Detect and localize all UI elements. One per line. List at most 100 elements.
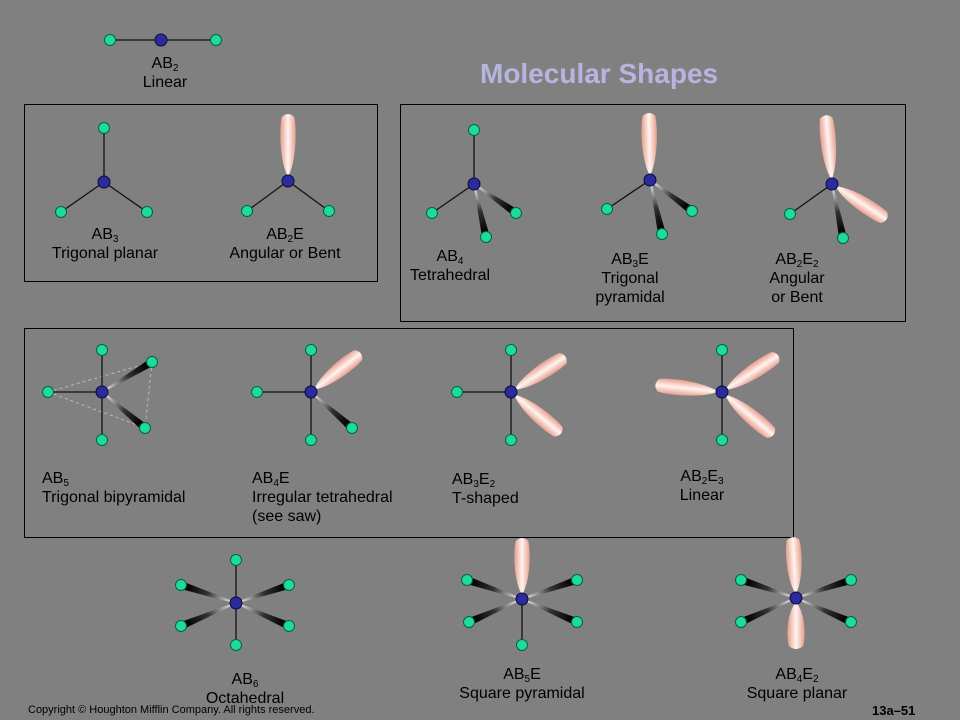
lone-pair-lobe [819, 115, 837, 181]
wedge-bond [523, 578, 574, 600]
formula: AB2E [266, 226, 304, 245]
outer-atom [96, 344, 108, 356]
outer-atom [571, 574, 583, 586]
shape-label-ab5-trigonal-bipyramidal: AB5 Trigonal bipyramidal [42, 469, 232, 507]
outer-atom [837, 232, 849, 244]
shape-name: Linear [679, 487, 725, 504]
lone-pair-lobe [725, 394, 776, 438]
outer-atom [241, 205, 253, 217]
lone-pair-lobe [314, 350, 363, 390]
lone-pair-lobe [514, 394, 563, 437]
outer-atom [716, 434, 728, 446]
bond-line [287, 180, 330, 212]
molecule-ab2e-bent [241, 114, 335, 217]
shape-name: Angular [769, 270, 825, 287]
molecule-ab2e2-bent [784, 115, 888, 244]
central-atom [229, 596, 243, 610]
outer-atom [845, 616, 857, 628]
outer-atom [426, 207, 438, 219]
outer-atom [98, 122, 110, 134]
central-atom [467, 177, 481, 191]
outer-atom [516, 639, 528, 651]
shape-name: Irregular tetrahedral [252, 489, 393, 506]
lone-pair-lobe [641, 113, 657, 177]
central-atom [825, 177, 839, 191]
shape-name: Linear [142, 74, 188, 91]
outer-atom [735, 616, 747, 628]
outer-atom [230, 554, 242, 566]
wedge-bond [651, 180, 691, 211]
wedge-bond [470, 578, 521, 600]
wedge-bond [472, 599, 521, 624]
formula: AB4E [252, 470, 290, 489]
copyright-footer: Copyright © Houghton Mifflin Company. Al… [28, 704, 315, 716]
molecule-ab5-trigonal-bipyramidal [42, 344, 158, 446]
outer-atom [96, 434, 108, 446]
bond-line [606, 179, 651, 210]
shape-name-line2: pyramidal [595, 289, 665, 306]
shape-label-ab3e2-t-shaped: AB3E2 T-shaped [452, 470, 592, 508]
wedge-bond [797, 598, 848, 624]
dashed-guide [144, 361, 153, 429]
central-atom [515, 592, 529, 606]
shape-name: Octahedral [205, 690, 285, 707]
central-atom [304, 385, 318, 399]
shape-label-ab2e2-bent: AB2E2 Angular or Bent [742, 250, 852, 307]
central-atom [504, 385, 518, 399]
molecule-ab4e2-square-planar [735, 537, 857, 649]
outer-atom [686, 205, 698, 217]
wedge-bond [797, 578, 848, 599]
formula: AB4 [436, 248, 464, 267]
outer-atom [845, 574, 857, 586]
outer-atom [505, 434, 517, 446]
molecule-ab4e-see-saw [251, 344, 363, 446]
molecule-ab3e-trigonal-pyramidal [601, 113, 698, 240]
formula: AB3E [611, 251, 649, 270]
wedge-bond [475, 184, 514, 214]
wedge-bond [184, 583, 235, 604]
formula: AB2E2 [775, 251, 819, 270]
page-title: Molecular Shapes [480, 58, 719, 89]
lone-pair-lobe [835, 186, 888, 224]
shape-label-ab4-tetrahedral: AB4 Tetrahedral [395, 247, 505, 285]
formula: AB5E [503, 666, 541, 685]
shape-name: T-shaped [452, 490, 519, 507]
wedge-bond [744, 598, 795, 624]
shape-name: Angular or Bent [229, 245, 341, 262]
shape-label-ab5e-square-pyramidal: AB5E Square pyramidal [447, 665, 597, 703]
outer-atom [305, 434, 317, 446]
outer-atom [175, 620, 187, 632]
lone-pair-lobe [280, 114, 296, 177]
outer-atom [505, 344, 517, 356]
outer-atom [480, 231, 492, 243]
shape-label-ab6-octahedral: AB6 Octahedral [195, 670, 295, 708]
dashed-guide [47, 391, 146, 429]
formula: AB2 [151, 55, 179, 74]
outer-atom [141, 206, 153, 218]
outer-atom [601, 203, 613, 215]
wedge-bond [523, 599, 574, 624]
molecule-ab6-octahedral [175, 554, 295, 651]
shape-name-line2: or Bent [771, 289, 823, 306]
formula: AB5 [42, 470, 69, 489]
outer-atom [175, 579, 187, 591]
lone-pair-lobe [514, 538, 530, 595]
outer-atom [230, 639, 242, 651]
bond-line [103, 181, 148, 213]
lone-pair-lobe [787, 602, 805, 649]
wedge-bond [831, 185, 846, 234]
molecule-ab2-linear [104, 33, 222, 47]
molecule-ab4-tetrahedral [426, 124, 522, 243]
outer-atom [251, 386, 263, 398]
shape-label-ab2e-bent: AB2E Angular or Bent [210, 225, 360, 263]
shape-name: Square pyramidal [459, 685, 585, 702]
central-atom [643, 173, 657, 187]
frame-three-domain [24, 104, 378, 282]
outer-atom [656, 228, 668, 240]
central-atom [95, 385, 109, 399]
lone-pair-lobe [725, 351, 780, 390]
outer-atom [146, 356, 158, 368]
wedge-bond [184, 603, 235, 628]
central-atom [715, 385, 729, 399]
